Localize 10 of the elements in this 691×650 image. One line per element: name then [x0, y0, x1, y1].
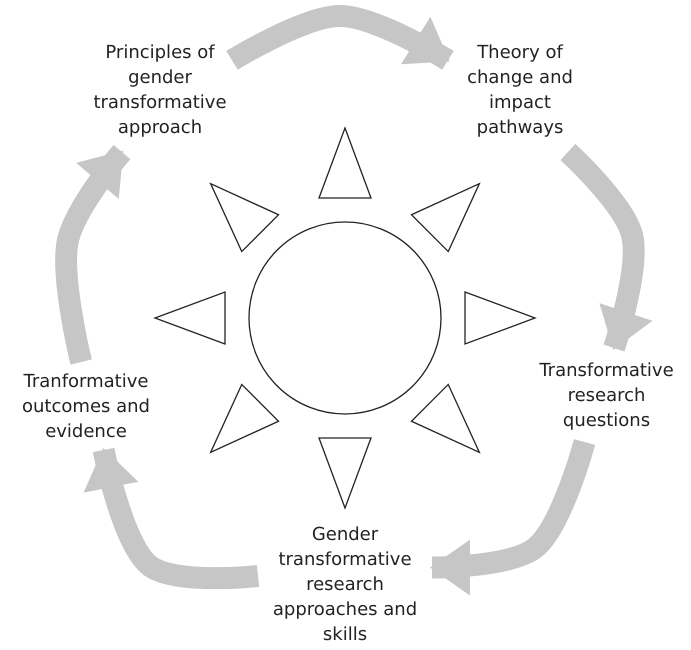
step-label: Principles of gender transformative approach — [92, 41, 228, 140]
step-label: Theory of change and impact pathways — [466, 41, 574, 140]
step-label: Tranformative outcomes and evidence — [21, 370, 151, 444]
curved-arrow — [430, 439, 596, 596]
curved-arrow — [226, 5, 454, 70]
curved-arrow — [84, 448, 260, 590]
step-label: Transformative research questions — [538, 358, 675, 432]
curved-arrow — [560, 144, 652, 352]
curved-arrow — [55, 144, 130, 365]
step-label: Gender transformative research approaches and skills — [272, 522, 418, 646]
